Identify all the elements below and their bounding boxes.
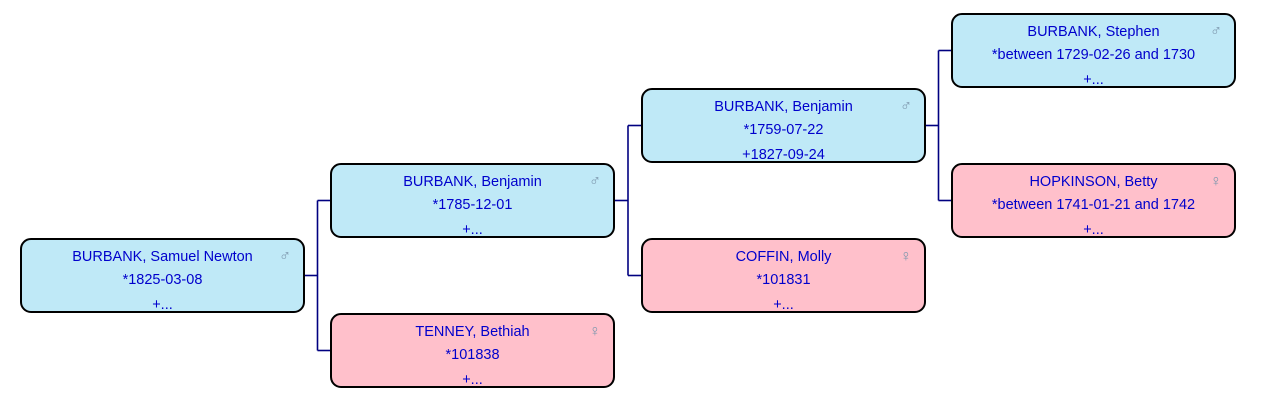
person-death-date: +1827-09-24 (742, 147, 825, 163)
female-gender-icon: ♀ (589, 323, 601, 340)
person-birth-date: *between 1741-01-21 and 1742 (991, 197, 1196, 213)
person-box-molly-coffin[interactable]: COFFIN, Molly ♀ *101831 +... (641, 238, 926, 313)
person-name-row: BURBANK, Benjamin ♂ (332, 171, 613, 193)
person-box-stephen-burbank[interactable]: BURBANK, Stephen ♂ *between 1729-02-26 a… (951, 13, 1236, 88)
male-gender-icon: ♂ (900, 98, 912, 115)
person-name: HOPKINSON, Betty (1029, 174, 1158, 190)
person-name-row: COFFIN, Molly ♀ (643, 246, 924, 268)
person-name: BURBANK, Samuel Newton (72, 249, 253, 265)
person-birth-date: *1759-07-22 (743, 122, 824, 138)
person-name: BURBANK, Benjamin (403, 174, 542, 190)
person-box-samuel-newton-burbank[interactable]: BURBANK, Samuel Newton ♂ *1825-03-08 +..… (20, 238, 305, 313)
person-death-date: +... (462, 372, 483, 388)
person-name-row: TENNEY, Bethiah ♀ (332, 321, 613, 343)
person-box-benjamin-burbank-1759[interactable]: BURBANK, Benjamin ♂ *1759-07-22 +1827-09… (641, 88, 926, 163)
person-birth-date: *1825-03-08 (122, 272, 203, 288)
person-birth-date: *between 1729-02-26 and 1730 (991, 47, 1196, 63)
female-gender-icon: ♀ (900, 248, 912, 265)
female-gender-icon: ♀ (1210, 173, 1222, 190)
person-name: BURBANK, Benjamin (714, 99, 853, 115)
person-death-date: +... (1083, 72, 1104, 88)
connector-group-gen3-gen4 (926, 49, 951, 202)
male-gender-icon: ♂ (1210, 23, 1222, 40)
person-death-date: +... (773, 297, 794, 313)
person-name: COFFIN, Molly (735, 249, 832, 265)
male-gender-icon: ♂ (279, 248, 291, 265)
person-box-benjamin-burbank-1785[interactable]: BURBANK, Benjamin ♂ *1785-12-01 +... (330, 163, 615, 238)
person-name-row: BURBANK, Stephen ♂ (953, 21, 1234, 43)
person-box-betty-hopkinson[interactable]: HOPKINSON, Betty ♀ *between 1741-01-21 a… (951, 163, 1236, 238)
person-birth-date: *101831 (756, 272, 811, 288)
person-name: TENNEY, Bethiah (415, 324, 530, 340)
person-birth-date: *1785-12-01 (432, 197, 513, 213)
person-birth-date: *101838 (445, 347, 500, 363)
person-name: BURBANK, Stephen (1027, 24, 1160, 40)
person-box-bethiah-tenney[interactable]: TENNEY, Bethiah ♀ *101838 +... (330, 313, 615, 388)
person-death-date: +... (462, 222, 483, 238)
connector-group-gen1-gen2 (305, 199, 330, 352)
person-death-date: +... (1083, 222, 1104, 238)
connector-group-gen2-gen3 (615, 124, 641, 277)
male-gender-icon: ♂ (589, 173, 601, 190)
person-death-date: +... (152, 297, 173, 313)
person-name-row: BURBANK, Samuel Newton ♂ (22, 246, 303, 268)
person-name-row: BURBANK, Benjamin ♂ (643, 96, 924, 118)
person-name-row: HOPKINSON, Betty ♀ (953, 171, 1234, 193)
